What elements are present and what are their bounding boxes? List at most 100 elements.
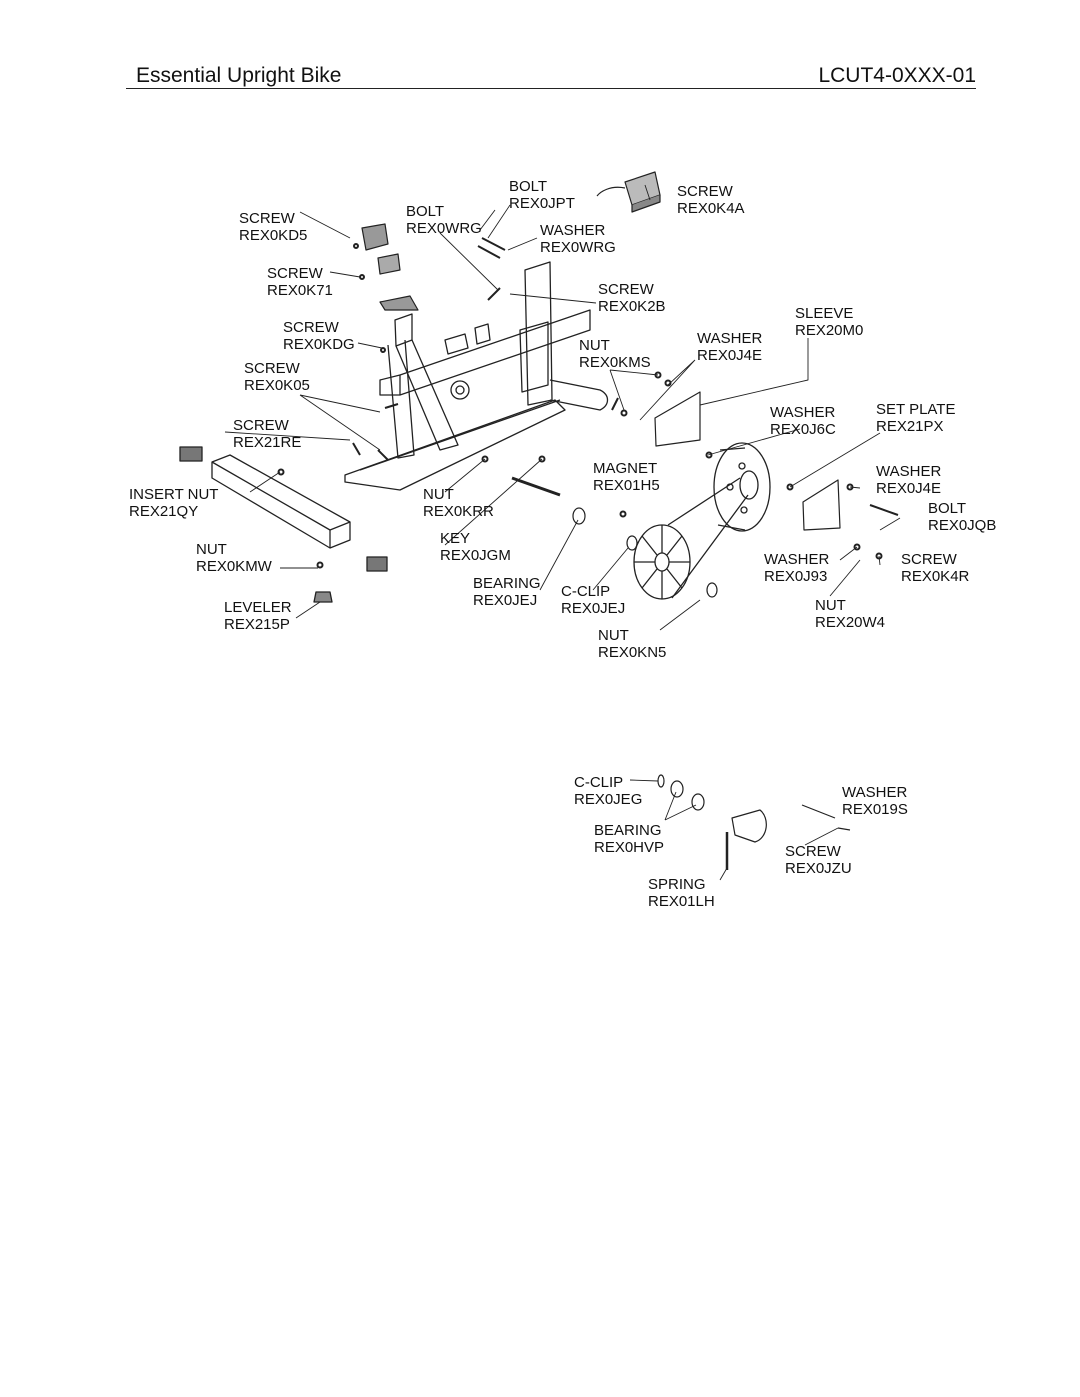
callout-part: REX019S bbox=[842, 801, 908, 818]
callout-name: NUT bbox=[815, 597, 846, 614]
callout-part: REX0JQB bbox=[928, 517, 997, 534]
callout-name: BOLT bbox=[928, 500, 967, 517]
callout-part: REX0KN5 bbox=[598, 644, 667, 661]
callout-part: REX0K4A bbox=[677, 200, 745, 217]
callout-name: SCREW bbox=[283, 319, 339, 336]
callout-name: BOLT bbox=[509, 178, 548, 195]
callout-part: REX0KMS bbox=[579, 354, 651, 371]
model-number: LCUT4-0XXX-01 bbox=[818, 64, 976, 87]
callout-part: REX0KD5 bbox=[239, 227, 308, 244]
callout-name: BEARING bbox=[473, 575, 541, 592]
callout-name: SET PLATE bbox=[876, 401, 956, 418]
tension-assembly bbox=[657, 774, 851, 870]
callout-name: NUT bbox=[598, 627, 629, 644]
callout-name: WASHER bbox=[770, 404, 836, 421]
callout-name: BEARING bbox=[594, 822, 662, 839]
callout-name: SCREW bbox=[233, 417, 289, 434]
callout-part: REX0K2B bbox=[598, 298, 666, 315]
callout-part: REX0JPT bbox=[509, 195, 575, 212]
callout-name: LEVELER bbox=[224, 599, 292, 616]
callout-name: SCREW bbox=[244, 360, 300, 377]
callout-name: WASHER bbox=[876, 463, 942, 480]
callout-part: REX0K71 bbox=[267, 282, 333, 299]
callout-name: NUT bbox=[579, 337, 610, 354]
callout-name: NUT bbox=[196, 541, 227, 558]
drive-pulley bbox=[633, 477, 749, 600]
callout-name: C-CLIP bbox=[574, 774, 624, 791]
callout-name: SCREW bbox=[677, 183, 733, 200]
callout-part: REX0KRR bbox=[423, 503, 494, 520]
callout-part: REX0JEG bbox=[574, 791, 643, 808]
document-title: Essential Upright Bike bbox=[136, 64, 342, 87]
callout-part: REX0J6C bbox=[770, 421, 836, 438]
callout-name: SPRING bbox=[648, 876, 706, 893]
callout-part: REX0HVP bbox=[594, 839, 665, 856]
callout-part: REX215P bbox=[224, 616, 290, 633]
callout-name: SCREW bbox=[785, 843, 841, 860]
callout-part: REX0WRG bbox=[540, 239, 616, 256]
callout-part: REX0JEJ bbox=[561, 600, 626, 617]
callout-name: BOLT bbox=[406, 203, 445, 220]
console-icon bbox=[596, 171, 661, 213]
callout-part: REX20M0 bbox=[795, 322, 864, 339]
callout-name: NUT bbox=[423, 486, 454, 503]
callout-part: REX0K4R bbox=[901, 568, 970, 585]
callout-name: WASHER bbox=[842, 784, 908, 801]
leader-lines bbox=[224, 184, 901, 881]
callout-part: REX0KMW bbox=[196, 558, 272, 575]
callout-part: REX0JEJ bbox=[473, 592, 538, 609]
callout-name: WASHER bbox=[540, 222, 606, 239]
callout-part: REX0JZU bbox=[785, 860, 852, 877]
side-plates bbox=[654, 391, 841, 531]
callout-name: KEY bbox=[440, 530, 471, 547]
callout-part: REX0J93 bbox=[764, 568, 828, 585]
callout-part: REX20W4 bbox=[815, 614, 886, 631]
callout-name: C-CLIP bbox=[561, 583, 611, 600]
callout-part: REX01H5 bbox=[593, 477, 660, 494]
stabilizer-bar bbox=[179, 446, 388, 603]
fasteners bbox=[277, 237, 899, 569]
callout-part: REX0J4E bbox=[697, 347, 763, 364]
callout-name: WASHER bbox=[697, 330, 763, 347]
handlebar-pad-icon bbox=[361, 223, 419, 311]
crank-axle bbox=[511, 476, 718, 598]
callout-part: REX01LH bbox=[648, 893, 715, 910]
callout-part: REX0WRG bbox=[406, 220, 482, 237]
callout-name: INSERT NUT bbox=[129, 486, 219, 503]
callout-name: SCREW bbox=[598, 281, 654, 298]
callout-part: REX0J4E bbox=[876, 480, 942, 497]
callout-name: MAGNET bbox=[593, 460, 658, 477]
